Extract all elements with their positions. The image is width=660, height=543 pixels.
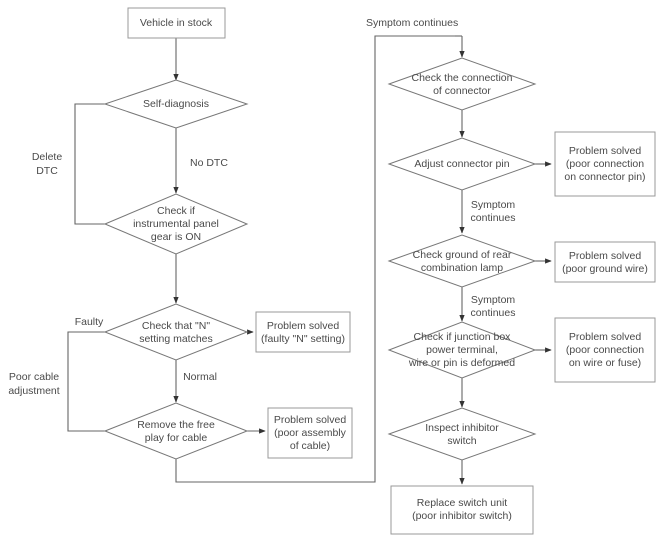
node-shape-rect	[267, 407, 353, 459]
node-shape-rect	[390, 485, 534, 535]
node-shape-rect	[554, 131, 656, 197]
node-shape-diamond	[103, 303, 249, 361]
node-label-line-2: (poor inhibitor switch)	[412, 510, 512, 522]
node-label-line-1: Replace switch unit	[417, 497, 508, 509]
node-label: Self-diagnosis	[143, 98, 209, 110]
node-label-line-1: Problem solved	[274, 414, 347, 426]
node-label-line-1: Problem solved	[569, 250, 642, 262]
node-label-line-1: Check if	[157, 205, 195, 217]
node-shape-diamond	[103, 193, 249, 255]
node-remove-free-play[interactable]: Remove the free play for cable	[103, 402, 249, 460]
node-problem-solved-n-setting[interactable]: Problem solved (faulty "N" setting)	[255, 311, 351, 353]
edge-label-line-1: Symptom	[471, 294, 516, 306]
edge-label-line-1: Symptom	[471, 199, 516, 211]
node-label: Adjust connector pin	[414, 158, 509, 170]
edge-label-symptom-continues-top: Symptom continues	[366, 17, 458, 29]
node-label-line-1: Check the connection	[412, 72, 513, 84]
node-shape-diamond	[103, 79, 249, 129]
node-problem-solved-wire-fuse[interactable]: Problem solved (poor connection on wire …	[554, 317, 656, 383]
node-label-line-1: Check ground of rear	[413, 249, 512, 261]
edge-label-delete-dtc: Delete DTC	[32, 151, 63, 177]
edge-label-line-1: Normal	[183, 371, 217, 383]
node-shape-rect	[127, 7, 226, 39]
edge-label-line-2: DTC	[36, 165, 58, 177]
node-label-line-2: (poor ground wire)	[562, 263, 648, 275]
edge-label-poor-cable-adjustment: Poor cable adjustment	[8, 371, 59, 397]
node-label-line-1: Remove the free	[137, 419, 215, 431]
edge-nsetting-faulty-bus	[67, 331, 152, 434]
node-label-line-3: wire or pin is deformed	[408, 357, 515, 369]
edge-label-line-1: No DTC	[190, 157, 228, 169]
node-label-line-1: Inspect inhibitor	[425, 422, 499, 434]
node-adjust-connector-pin[interactable]: Adjust connector pin	[387, 137, 537, 191]
node-label-line-3: on connector pin)	[564, 171, 645, 183]
node-label-line-2: of connector	[433, 85, 491, 97]
node-label-line-2: instrumental panel	[133, 218, 219, 230]
node-label-line-2: switch	[447, 435, 476, 447]
node-layer: Vehicle in stock Self-diagnosis Check if…	[103, 7, 656, 535]
edge-label-faulty: Faulty	[75, 316, 104, 328]
node-label-line-1: Problem solved	[569, 145, 642, 157]
node-self-diagnosis[interactable]: Self-diagnosis	[103, 79, 249, 129]
node-problem-solved-ground-wire[interactable]: Problem solved (poor ground wire)	[554, 241, 656, 283]
node-label-line-2: (poor assembly	[274, 427, 347, 439]
node-label-line-2: (poor connection	[566, 158, 644, 170]
node-replace-switch-unit[interactable]: Replace switch unit (poor inhibitor swit…	[390, 485, 534, 535]
node-label-line-1: Problem solved	[569, 331, 642, 343]
node-shape-diamond	[387, 137, 537, 191]
node-problem-solved-connector-pin[interactable]: Problem solved (poor connection on conne…	[554, 131, 656, 197]
node-shape-rect	[255, 311, 351, 353]
edge-label-normal: Normal	[183, 371, 217, 383]
node-label-line-3: on wire or fuse)	[569, 357, 641, 369]
node-label-line-2: setting matches	[139, 333, 213, 345]
node-label-line-1: Check if junction box	[414, 331, 512, 343]
node-inspect-inhibitor-switch[interactable]: Inspect inhibitor switch	[387, 407, 537, 461]
node-shape-rect	[554, 317, 656, 383]
node-label: Vehicle in stock	[140, 17, 213, 29]
node-shape-rect	[554, 241, 656, 283]
edge-label-line-1: Poor cable	[9, 371, 59, 383]
node-vehicle-in-stock[interactable]: Vehicle in stock	[127, 7, 226, 39]
node-label-line-2: play for cable	[145, 432, 208, 444]
node-check-connection-connector[interactable]: Check the connection of connector	[387, 57, 537, 111]
node-check-junction-box[interactable]: Check if junction box power terminal, wi…	[387, 321, 537, 379]
edge-label-line-1: Delete	[32, 151, 63, 163]
node-label-line-3: of cable)	[290, 440, 330, 452]
edge-label-line-1: Symptom continues	[366, 17, 458, 29]
node-shape-diamond	[387, 321, 537, 379]
node-label-line-2: (poor connection	[566, 344, 644, 356]
node-label-line-3: gear is ON	[151, 231, 201, 243]
node-label-line-1: Check that "N"	[142, 320, 210, 332]
node-check-panel-gear[interactable]: Check if instrumental panel gear is ON	[103, 193, 249, 255]
connector-layer	[67, 35, 552, 485]
node-check-n-setting[interactable]: Check that "N" setting matches	[103, 303, 249, 361]
node-shape-diamond	[387, 407, 537, 461]
node-label-line-1: Problem solved	[267, 320, 340, 332]
edge-label-line-1: Faulty	[75, 316, 104, 328]
edge-label-line-2: adjustment	[8, 385, 59, 397]
edge-label-symptom-continues-2: Symptom continues	[471, 294, 516, 319]
edge-label-no-dtc: No DTC	[190, 157, 228, 169]
edge-label-layer: Delete DTC No DTC Faulty Normal Poor cab…	[8, 17, 515, 397]
edge-selfdiagnosis-delete-dtc	[74, 103, 152, 227]
node-label-line-2: combination lamp	[421, 262, 503, 274]
edge-removefreeplay-to-symptom-bus	[175, 35, 458, 483]
edge-label-symptom-continues-1: Symptom continues	[471, 199, 516, 224]
node-problem-solved-cable[interactable]: Problem solved (poor assembly of cable)	[267, 407, 353, 459]
node-label-line-2: (faulty "N" setting)	[261, 333, 345, 345]
node-shape-diamond	[103, 402, 249, 460]
node-shape-diamond	[387, 57, 537, 111]
edge-label-line-2: continues	[471, 307, 516, 319]
node-shape-diamond	[387, 234, 537, 288]
node-check-ground-rear-lamp[interactable]: Check ground of rear combination lamp	[387, 234, 537, 288]
edge-label-line-2: continues	[471, 212, 516, 224]
node-label-line-2: power terminal,	[426, 344, 498, 356]
